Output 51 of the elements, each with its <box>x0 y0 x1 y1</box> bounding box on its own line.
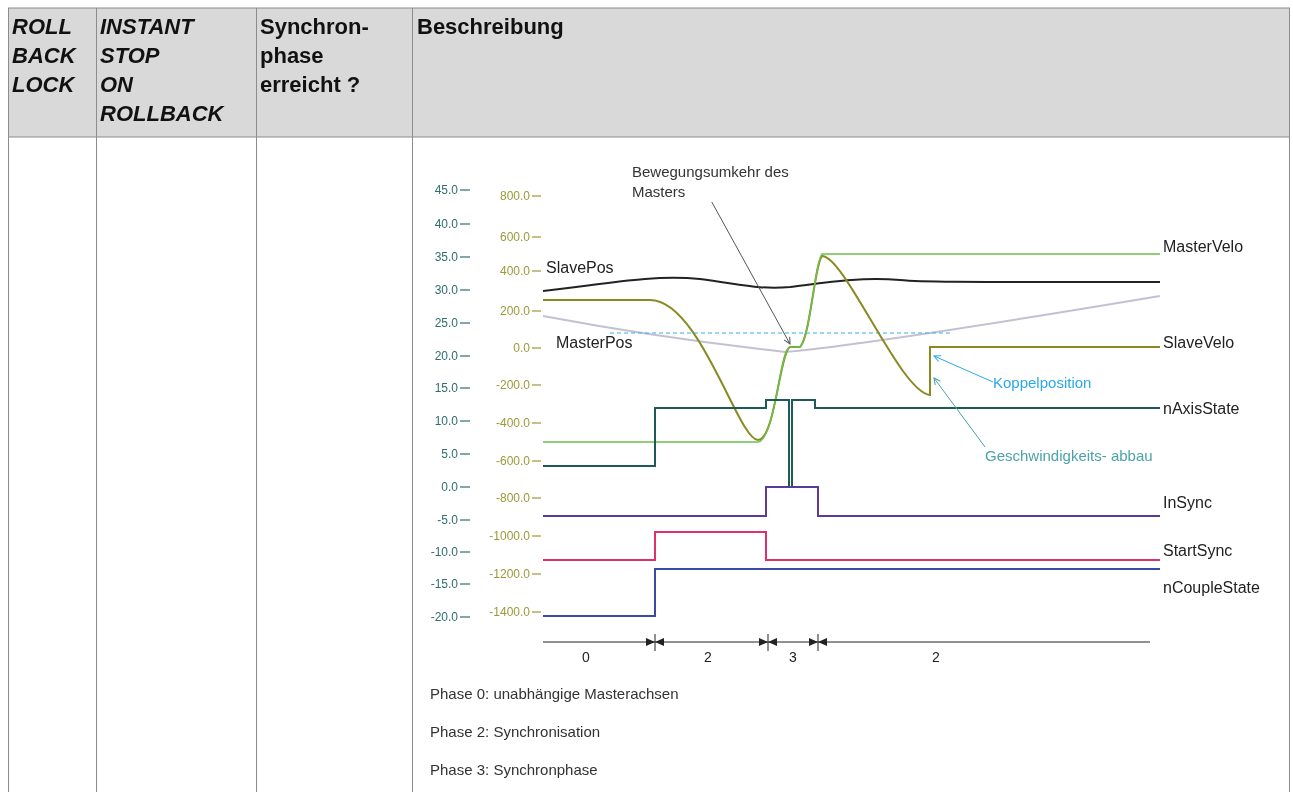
axis-tick-label: 45.0 <box>434 183 458 197</box>
phase-number: 0 <box>582 649 590 665</box>
axis-tick-label: 35.0 <box>434 250 458 264</box>
table-header: Synchron- phase erreicht ? <box>260 13 370 99</box>
phase-number: 3 <box>789 649 797 665</box>
axis-tick-label: 600.0 <box>499 230 530 244</box>
signal-name: SlaveVelo <box>1163 334 1235 352</box>
signal-name: SlavePos <box>546 259 614 277</box>
axis-tick-label: 10.0 <box>434 414 458 428</box>
axis-tick-label: -200.0 <box>495 378 530 392</box>
annotation-label: Bewegungsumkehr des Masters <box>632 162 790 202</box>
leader-line <box>711 201 791 345</box>
annotation-label: Geschwindigkeits- abbau <box>985 446 1154 466</box>
annotation-label: Koppelposition <box>993 373 1093 393</box>
phase-number: 2 <box>704 649 712 665</box>
signal-name: nCoupleState <box>1163 579 1260 597</box>
legend-note: Phase 2: Synchronisation <box>430 722 601 740</box>
signal-name: MasterPos <box>556 334 633 352</box>
axis-tick-label: -15.0 <box>430 577 458 591</box>
signal-name: nAxisState <box>1163 400 1240 418</box>
axis-tick-label: 800.0 <box>499 189 530 203</box>
axis-tick-label: 30.0 <box>434 283 458 297</box>
axis-tick-label: 200.0 <box>499 304 530 318</box>
axis-tick-label: 20.0 <box>434 349 458 363</box>
axis-tick-label: -800.0 <box>495 491 530 505</box>
leader-line <box>933 377 986 448</box>
axis-tick-label: 25.0 <box>434 316 458 330</box>
axis-tick-label: 15.0 <box>434 381 458 395</box>
axis-tick-label: 0.0 <box>513 341 530 355</box>
axis-tick-label: -5.0 <box>437 513 458 527</box>
leader-line <box>933 355 994 383</box>
signal-name: MasterVelo <box>1163 238 1244 256</box>
signal-name: InSync <box>1163 494 1212 512</box>
legend-note: Phase 3: Synchronphase <box>430 760 598 778</box>
legend-note: Phase 0: unabhängige Masterachsen <box>430 684 679 702</box>
axis-tick-label: -600.0 <box>495 454 530 468</box>
axis-tick-label: -400.0 <box>495 416 530 430</box>
axis-tick-label: 400.0 <box>499 264 530 278</box>
axis-tick-label: 5.0 <box>441 447 458 461</box>
table-header: Beschreibung <box>417 13 565 41</box>
axis-tick-label: -1000.0 <box>489 529 530 543</box>
axis-tick-label: -20.0 <box>430 610 458 624</box>
axis-tick-label: -10.0 <box>430 545 458 559</box>
axis-tick-label: 40.0 <box>434 217 458 231</box>
signal-name: StartSync <box>1163 542 1233 560</box>
axis-tick-label: 0.0 <box>441 480 458 494</box>
axis-tick-label: -1200.0 <box>489 567 530 581</box>
axis-tick-label: -1400.0 <box>489 605 530 619</box>
phase-number: 2 <box>932 649 940 665</box>
table-header: ROLL BACK LOCK <box>12 13 78 99</box>
table-header: INSTANT STOP ON ROLLBACK <box>100 13 226 128</box>
